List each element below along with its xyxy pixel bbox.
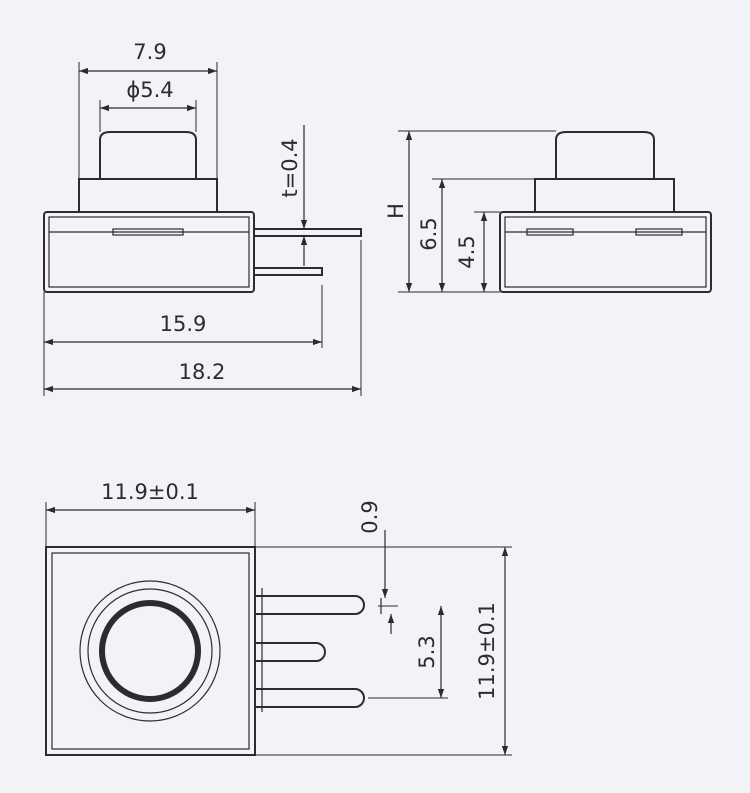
dim-label-bottom-height: 11.9±0.1 — [475, 602, 499, 700]
front-body — [43, 211, 255, 293]
pin-top — [255, 595, 365, 615]
pin-middle — [255, 642, 326, 662]
front-collar — [78, 178, 218, 213]
front-terminal-upper — [253, 228, 362, 237]
dim-label-height-h: H — [384, 203, 408, 219]
front-terminal-lower — [253, 267, 323, 276]
dim-label-pin-pitch: 5.3 — [415, 635, 439, 668]
dim-label-bottom-width: 11.9±0.1 — [101, 480, 199, 504]
bottom-view: 11.9±0.1 0.9 5.3 11.9±0.1 — [45, 480, 512, 756]
front-latch — [112, 228, 184, 236]
dim-label-front-width: 7.9 — [133, 40, 166, 64]
side-view: H 6.5 4.5 — [384, 130, 712, 293]
dim-label-total-width: 18.2 — [179, 360, 226, 384]
side-latch-left — [526, 228, 574, 236]
bottom-button-ring — [99, 600, 201, 702]
bottom-collar-mid — [87, 588, 213, 714]
side-latch-right — [635, 228, 683, 236]
dim-label-body-width: 15.9 — [160, 312, 207, 336]
bottom-collar-outer — [79, 580, 221, 722]
pin-bottom — [255, 688, 365, 708]
front-button-cap — [99, 131, 197, 180]
side-body — [499, 211, 712, 293]
bottom-body — [45, 546, 256, 756]
front-body-inner — [48, 216, 250, 288]
dim-label-front-diameter: ϕ5.4 — [126, 78, 173, 102]
side-body-inner — [504, 216, 707, 288]
dim-label-thickness: t=0.4 — [278, 138, 302, 197]
dim-label-pin-width: 0.9 — [358, 500, 382, 533]
front-view: 7.9 ϕ5.4 t=0.4 15.9 18.2 — [43, 40, 362, 396]
bottom-body-inner — [51, 552, 250, 750]
side-collar — [534, 178, 675, 213]
dim-label-height-65: 6.5 — [417, 217, 441, 250]
dim-label-height-45: 4.5 — [455, 235, 479, 268]
side-button-cap — [555, 131, 655, 180]
